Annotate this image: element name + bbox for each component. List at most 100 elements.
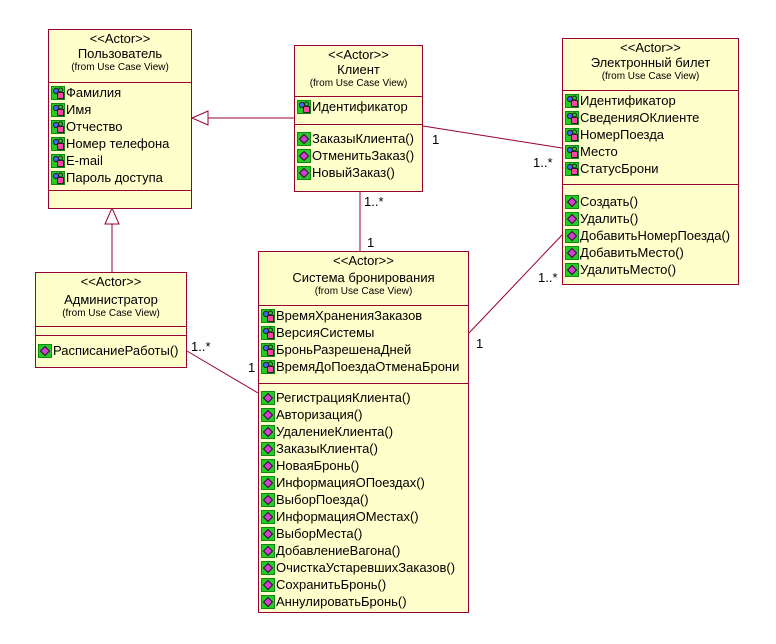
attribute-label: СтатусБрони	[580, 161, 659, 176]
attribute-row[interactable]: Место	[565, 143, 738, 160]
class-header: <<Actor>> Администратор (from Use Case V…	[36, 273, 186, 327]
operation-row[interactable]: СохранитьБронь()	[261, 576, 468, 593]
operation-icon	[261, 475, 275, 490]
operations-section: РасписаниеРаботы()	[36, 336, 186, 359]
operation-icon	[261, 526, 275, 541]
operations-section: Создать()Удалить()ДобавитьНомерПоезда()Д…	[563, 185, 738, 278]
operation-row[interactable]: Удалить()	[565, 210, 738, 227]
operation-row[interactable]: Создать()	[565, 193, 738, 210]
operation-icon	[261, 441, 275, 456]
multiplicity-label: 1	[248, 360, 256, 375]
class-header: <<Actor>> Клиент (from Use Case View)	[295, 46, 422, 97]
operation-row[interactable]: ЗаказыКлиента()	[297, 130, 422, 147]
attribute-label: Отчество	[66, 119, 123, 134]
operation-icon	[297, 131, 311, 146]
multiplicity-label: 1..*	[538, 270, 558, 285]
operation-label: ОтменитьЗаказ()	[312, 148, 415, 163]
operation-icon	[261, 560, 275, 575]
attribute-row[interactable]: Идентификатор	[297, 98, 422, 115]
operation-row[interactable]: ВыборМеста()	[261, 525, 468, 542]
operation-icon	[261, 577, 275, 592]
attribute-icon	[297, 99, 311, 114]
generalization-admin-arrowhead	[104, 206, 120, 225]
class-box-sistema[interactable]: <<Actor>> Система бронирования (from Use…	[258, 251, 469, 613]
operation-row[interactable]: ИнформацияОПоездах()	[261, 474, 468, 491]
attribute-row[interactable]: Отчество	[51, 118, 191, 135]
attribute-row[interactable]: СведенияОКлиенте	[565, 109, 738, 126]
attribute-row[interactable]: Фамилия	[51, 84, 191, 101]
operation-label: ДобавитьМесто()	[580, 245, 684, 260]
attribute-icon	[261, 308, 275, 323]
operation-row[interactable]: НовыйЗаказ()	[297, 164, 422, 181]
class-box-klient[interactable]: <<Actor>> Клиент (from Use Case View) Ид…	[294, 45, 423, 192]
attribute-row[interactable]: E-mail	[51, 152, 191, 169]
attribute-row[interactable]: СтатусБрони	[565, 160, 738, 177]
operation-icon	[261, 492, 275, 507]
class-box-admin[interactable]: <<Actor>> Администратор (from Use Case V…	[35, 272, 187, 368]
attribute-row[interactable]: Имя	[51, 101, 191, 118]
class-source: (from Use Case View)	[309, 78, 408, 89]
operation-icon	[261, 594, 275, 609]
operation-label: ВыборМеста()	[276, 526, 363, 541]
operation-row[interactable]: ВыборПоезда()	[261, 491, 468, 508]
multiplicity-label: 1..*	[533, 155, 553, 170]
operation-icon	[38, 343, 52, 358]
operation-row[interactable]: ДобавлениеВагона()	[261, 542, 468, 559]
operation-row[interactable]: НоваяБронь()	[261, 457, 468, 474]
operation-label: УдалитьМесто()	[580, 262, 677, 277]
attribute-label: ВремяХраненияЗаказов	[276, 308, 423, 323]
class-name: Администратор	[64, 292, 158, 307]
operation-row[interactable]: АннулироватьБронь()	[261, 593, 468, 610]
attribute-row[interactable]: ВремяДоПоездаОтменаБрони	[261, 358, 468, 375]
association-klient-bilet	[422, 125, 563, 149]
attribute-row[interactable]: Идентификатор	[565, 92, 738, 109]
operation-icon	[565, 262, 579, 277]
class-source: (from Use Case View)	[62, 308, 160, 319]
attribute-row[interactable]: НомерПоезда	[565, 126, 738, 143]
operation-label: Авторизация()	[276, 407, 363, 422]
operation-row[interactable]: ОтменитьЗаказ()	[297, 147, 422, 164]
operation-icon	[565, 194, 579, 209]
operation-row[interactable]: ЗаказыКлиента()	[261, 440, 468, 457]
operation-label: ВыборПоезда()	[276, 492, 369, 507]
class-source: (from Use Case View)	[314, 286, 413, 297]
attribute-icon	[565, 161, 579, 176]
operation-row[interactable]: УдалениеКлиента()	[261, 423, 468, 440]
attribute-label: Фамилия	[66, 85, 122, 100]
association-admin-sistema	[186, 350, 259, 394]
attribute-label: НомерПоезда	[580, 127, 665, 142]
operation-icon	[565, 228, 579, 243]
operation-row[interactable]: УдалитьМесто()	[565, 261, 738, 278]
operation-row[interactable]: Авторизация()	[261, 406, 468, 423]
operation-icon	[261, 509, 275, 524]
operation-label: НоваяБронь()	[276, 458, 360, 473]
class-stereotype: <<Actor>>	[328, 47, 389, 62]
operation-row[interactable]: РегистрацияКлиента()	[261, 389, 468, 406]
attribute-row[interactable]: ВерсияСистемы	[261, 324, 468, 341]
operation-row[interactable]: ИнформацияОМестах()	[261, 508, 468, 525]
multiplicity-label: 1	[367, 235, 375, 250]
attribute-icon	[261, 342, 275, 357]
operations-section: РегистрацияКлиента() Авторизация()Удалени…	[259, 384, 468, 610]
attribute-label: ВремяДоПоездаОтменаБрони	[276, 359, 460, 374]
class-box-bilet[interactable]: <<Actor>> Электронный билет (from Use Ca…	[562, 38, 739, 285]
attribute-row[interactable]: Пароль доступа	[51, 169, 191, 186]
operation-label: РегистрацияКлиента()	[276, 390, 411, 405]
operation-label: РасписаниеРаботы()	[53, 343, 179, 358]
operation-row[interactable]: ДобавитьНомерПоезда()	[565, 227, 738, 244]
operation-icon	[297, 165, 311, 180]
class-box-polzovatel[interactable]: <<Actor>> Пользователь (from Use Case Vi…	[48, 29, 192, 209]
class-source: (from Use Case View)	[601, 71, 700, 82]
attribute-label: Пароль доступа	[66, 170, 163, 185]
operation-row[interactable]: ДобавитьМесто()	[565, 244, 738, 261]
attribute-icon	[565, 144, 579, 159]
attribute-row[interactable]: БроньРазрешенаДней	[261, 341, 468, 358]
operation-row[interactable]: РасписаниеРаботы()	[38, 342, 186, 359]
operation-row[interactable]: ОчисткаУстаревшихЗаказов()	[261, 559, 468, 576]
attribute-icon	[51, 85, 65, 100]
class-source: (from Use Case View)	[71, 62, 169, 73]
attribute-row[interactable]: ВремяХраненияЗаказов	[261, 307, 468, 324]
operation-icon	[297, 148, 311, 163]
attribute-row[interactable]: Номер телефона	[51, 135, 191, 152]
